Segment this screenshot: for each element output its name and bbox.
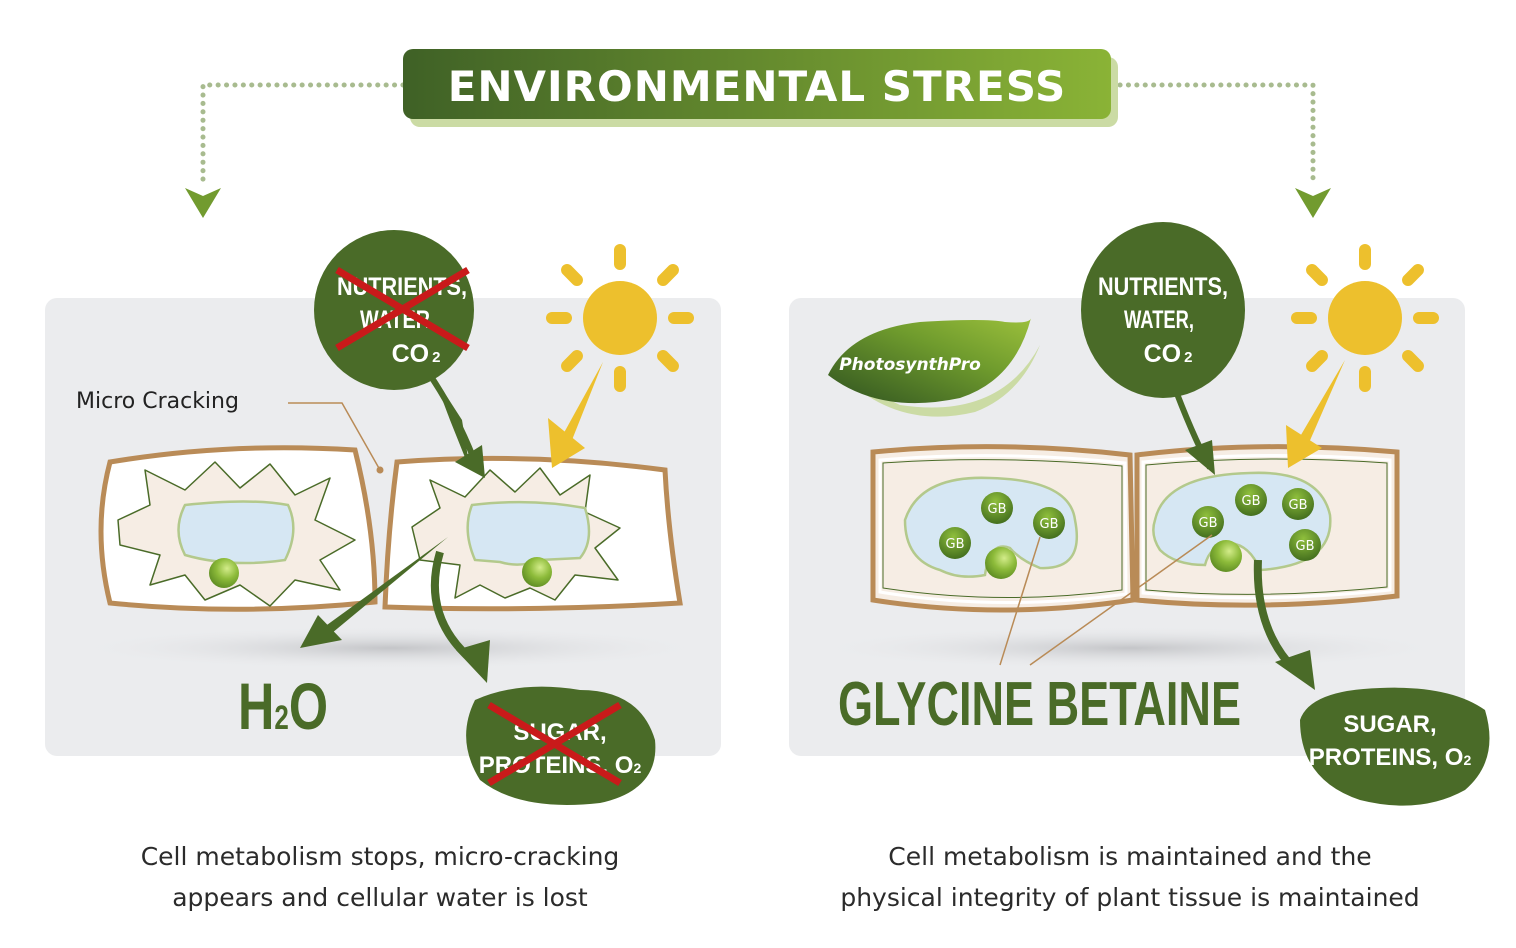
output-arrow (430, 550, 490, 683)
micro-cracking-leader (288, 402, 381, 471)
right-panel: PhotosynthPro GB GB GB GB GB GB GB (789, 222, 1490, 806)
brand-logo: PhotosynthPro (828, 318, 1040, 417)
left-connector (185, 82, 406, 218)
brand-logo-text: PhotosynthPro (839, 355, 981, 375)
blocked-cross-icon (335, 266, 470, 352)
gb-molecule-label: GB (1289, 498, 1308, 513)
gb-molecule-label: GB (1296, 539, 1315, 554)
svg-text:SUGAR,: SUGAR, (1343, 711, 1436, 738)
chloroplast (209, 558, 239, 588)
chloroplast (985, 547, 1017, 579)
svg-text:CO2: CO2 (1144, 340, 1193, 368)
damaged-cell-right (382, 455, 683, 612)
svg-text:PROTEINS, O2: PROTEINS, O2 (1309, 744, 1472, 771)
gb-molecule-label: GB (1040, 517, 1059, 532)
water-loss-label: H2O (238, 669, 328, 743)
sun-icon (1291, 244, 1439, 392)
left-caption: Cell metabolism stops, micro-cracking ap… (140, 842, 620, 912)
svg-text:CO2: CO2 (392, 340, 441, 368)
down-arrowhead-icon (185, 188, 221, 218)
gb-molecule-label: GB (1199, 516, 1218, 531)
glycine-betaine-label: GLYCINE BETAINE (838, 670, 1241, 739)
water-loss-arrow (300, 537, 448, 648)
svg-text:WATER,: WATER, (1124, 306, 1194, 334)
gb-molecule-label: GB (1242, 494, 1261, 509)
right-caption: Cell metabolism is maintained and the ph… (840, 842, 1420, 912)
blocked-cross-icon (487, 701, 622, 787)
output-arrow (1253, 559, 1315, 690)
sunlight-arrow (548, 362, 603, 468)
gb-molecule: GB (939, 527, 971, 559)
sunlight-arrow (1286, 360, 1345, 468)
outputs-bubble-blocked: SUGAR, PROTEINS, O2 (466, 686, 656, 805)
outputs-bubble: SUGAR, PROTEINS, O2 (1300, 687, 1490, 806)
healthy-cell-left (870, 444, 1136, 613)
gb-molecule: GB (1289, 529, 1321, 561)
healthy-cell-right (1134, 444, 1400, 608)
sun-icon (546, 244, 694, 392)
down-arrowhead-icon (1295, 188, 1331, 218)
micro-cracking-label: Micro Cracking (76, 389, 239, 414)
gb-molecule: GB (1192, 506, 1224, 538)
gb-molecule: GB (1282, 488, 1314, 520)
chloroplast (522, 557, 552, 587)
glycine-betaine-molecules: GB GB GB GB GB GB GB (939, 484, 1321, 561)
header-title: ENVIRONMENTAL STRESS (448, 62, 1067, 111)
header-banner: ENVIRONMENTAL STRESS (403, 49, 1118, 127)
right-connector (1117, 82, 1331, 218)
gb-molecule: GB (981, 492, 1013, 524)
damaged-cell-left (98, 445, 378, 612)
chloroplast (1210, 540, 1242, 572)
gb-molecule-label: GB (988, 502, 1007, 517)
svg-text:NUTRIENTS,: NUTRIENTS, (337, 273, 467, 301)
gb-molecule: GB (1033, 507, 1065, 539)
gb-molecule: GB (1235, 484, 1267, 516)
gb-molecule-label: GB (946, 537, 965, 552)
glycine-betaine-leaders (999, 534, 1213, 666)
svg-text:NUTRIENTS,: NUTRIENTS, (1098, 273, 1228, 301)
